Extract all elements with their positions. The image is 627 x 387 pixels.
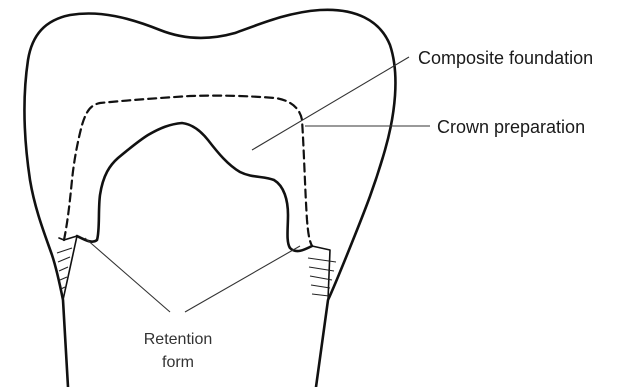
crown-preparation-label: Crown preparation: [437, 117, 585, 137]
retention-form-label-line1: Retention: [144, 331, 213, 348]
retention-left-leader: [85, 238, 170, 312]
composite-foundation-leader: [252, 57, 409, 150]
composite-foundation-label: Composite foundation: [418, 48, 593, 68]
crown-preparation-line: [64, 96, 312, 246]
retention-form-label-line2: form: [162, 354, 194, 371]
retention-right-leader: [185, 246, 300, 312]
pulp-chamber-outline: [77, 123, 312, 251]
